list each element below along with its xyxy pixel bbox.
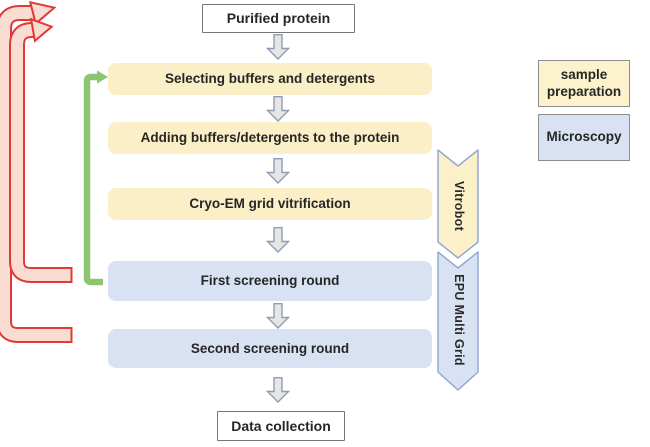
repeat-loop-arrow-icon [83, 70, 108, 286]
feedback-arrows-graphic [0, 0, 108, 343]
flow-node-second-screening: Second screening round [108, 329, 432, 368]
flow-node-grid-vitrification: Cryo-EM grid vitrification [108, 188, 432, 220]
block-down-arrow-icon [265, 157, 291, 184]
flow-node-data-collection: Data collection [217, 411, 345, 441]
epu-multi-grid-label: EPU Multi Grid [452, 274, 466, 366]
block-down-arrow-icon [265, 226, 291, 253]
block-down-arrow-icon [265, 376, 291, 403]
flow-node-selecting-buffers: Selecting buffers and detergents [108, 63, 432, 95]
feedback-loop-arrow-icon [0, 0, 73, 343]
flow-node-purified-protein: Purified protein [202, 4, 355, 33]
legend-microscopy: Microscopy [538, 114, 630, 161]
block-down-arrow-icon [265, 33, 291, 60]
flow-node-adding-buffers: Adding buffers/detergents to the protein [108, 122, 432, 154]
stage-banners-graphic: EPU Multi Grid Vitrobot [437, 149, 479, 391]
block-down-arrow-icon [265, 95, 291, 122]
epu-multi-grid-banner: EPU Multi Grid [437, 251, 479, 391]
feedback-loop-arrow-icon [8, 17, 73, 283]
vitrobot-banner: Vitrobot [437, 149, 479, 259]
block-down-arrow-icon [265, 302, 291, 329]
flow-node-first-screening: First screening round [108, 261, 432, 301]
vitrobot-label: Vitrobot [452, 181, 466, 232]
legend-sample-preparation: sample preparation [538, 60, 630, 107]
